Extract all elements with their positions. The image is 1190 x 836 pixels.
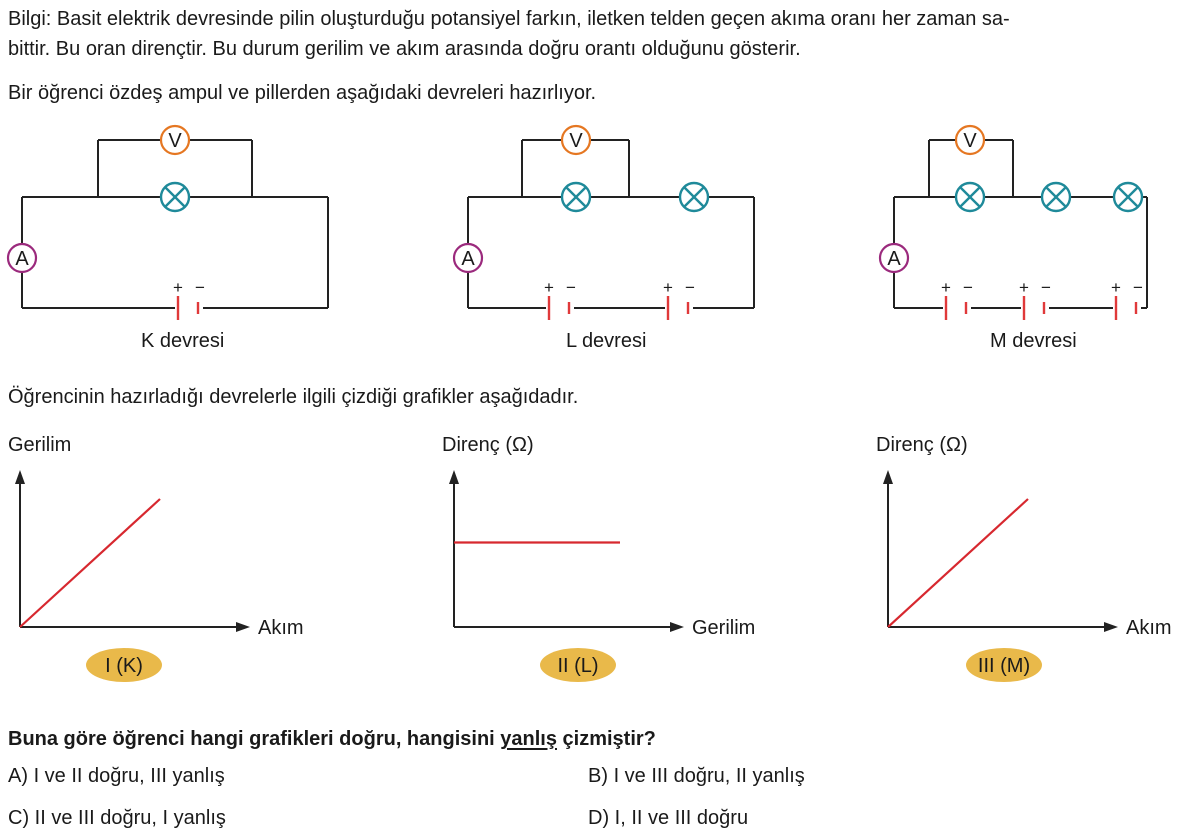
- option-c[interactable]: C) II ve III doğru, I yanlış: [8, 805, 226, 831]
- option-d-letter: D): [588, 807, 610, 829]
- circuit-2-voltmeter-circle: [954, 124, 986, 156]
- graph-1-ylabel: Gerilim: [8, 434, 72, 456]
- circuit-1-ammeter-letter: A: [461, 248, 475, 270]
- circuit-2-cell-1-plus-sign: +: [1019, 278, 1029, 297]
- circuit-2-cell-2-plus-sign: +: [1111, 278, 1121, 297]
- graph-2-ylabel: Direnç (Ω): [442, 434, 534, 456]
- graph-0-tag-ellipse: [86, 648, 162, 682]
- graph-2-x-arrow: [1104, 622, 1118, 632]
- question-underlined: yanlış: [500, 728, 557, 750]
- info-line-1: Bilgi: Basit elektrik devresinde pilin o…: [8, 8, 1010, 30]
- circuit-0-ammeter-letter: A: [15, 248, 29, 270]
- circuit-0-ammeter-circle: [6, 242, 38, 274]
- circuit-2-lamp-2-cross-b: [1117, 186, 1139, 208]
- circuit-2-ammeter-circle: [878, 242, 910, 274]
- option-d-text: I, II ve III doğru: [614, 807, 749, 829]
- circuit-2-cell-0-plus-sign: +: [941, 278, 951, 297]
- circuit-1-ammeter-circle: [452, 242, 484, 274]
- option-b-text: I ve III doğru, II yanlış: [613, 765, 805, 787]
- circuit-2-voltmeter-letter: V: [963, 130, 977, 152]
- circuit-1-voltmeter-circle: [560, 124, 592, 156]
- circuit-2-lamp-1-cross-b: [1045, 186, 1067, 208]
- circuit-m-label: M devresi: [990, 330, 1077, 352]
- circuit-1-cell-0-minus-sign: −: [566, 278, 576, 297]
- info-line-2: bittir. Bu oran dirençtir. Bu durum geri…: [8, 38, 801, 60]
- graph-2-xlabel: Gerilim: [692, 617, 756, 639]
- circuit-2-cell-0-minus-sign: −: [963, 278, 973, 297]
- question-after: çizmiştir?: [556, 728, 656, 750]
- option-a-text: I ve II doğru, III yanlış: [33, 765, 225, 787]
- circuit-0-voltmeter-circle: [159, 124, 191, 156]
- graph-2-tag-ellipse: [966, 648, 1042, 682]
- info-paragraph: Bilgi: Basit elektrik devresinde pilin o…: [8, 4, 1184, 64]
- graph-3-xlabel: Akım: [1126, 617, 1172, 639]
- circuit-2-cell-1-minus-sign: −: [1041, 278, 1051, 297]
- circuit-l-label: L devresi: [566, 330, 647, 352]
- option-a[interactable]: A) I ve II doğru, III yanlış: [8, 763, 225, 789]
- graph-1-tag-ellipse: [540, 648, 616, 682]
- circuit-1-voltmeter-letter: V: [569, 130, 583, 152]
- circuit-0-lamp-0-cross-b: [164, 186, 186, 208]
- circuit-k-label: K devresi: [141, 330, 225, 352]
- circuit-1-cell-0-plus-sign: +: [544, 278, 554, 297]
- circuit-1-lamp-0-cross-b: [565, 186, 587, 208]
- circuit-1-lamp-1-cross-b: [683, 186, 705, 208]
- option-b[interactable]: B) I ve III doğru, II yanlış: [588, 763, 805, 789]
- option-c-text: II ve III doğru, I yanlış: [34, 807, 226, 829]
- graph-1-xlabel: Akım: [258, 617, 304, 639]
- circuit-1-cell-1-plus-sign: +: [663, 278, 673, 297]
- option-c-letter: C): [8, 807, 30, 829]
- circuit-2-ammeter-letter: A: [887, 248, 901, 270]
- graph-3-ylabel: Direnç (Ω): [876, 434, 968, 456]
- graph-1-tag-label: II (L): [557, 655, 598, 677]
- circuit-1-cell-1-minus-sign: −: [685, 278, 695, 297]
- graph-1-y-arrow: [449, 470, 459, 484]
- graph-1-x-arrow: [670, 622, 684, 632]
- question-before: Buna göre öğrenci hangi grafikleri doğru…: [8, 728, 501, 750]
- option-a-letter: A): [8, 765, 28, 787]
- circuit-0-voltmeter-letter: V: [168, 130, 182, 152]
- graph-0-series-line: [19, 498, 161, 628]
- circuit-2-lamp-0-cross-b: [959, 186, 981, 208]
- graphs-intro: Öğrencinin hazırladığı devrelerle ilgili…: [8, 386, 579, 408]
- setup-text: Bir öğrenci özdeş ampul ve pillerden aşa…: [8, 82, 597, 104]
- graph-0-y-arrow: [15, 470, 25, 484]
- option-b-letter: B): [588, 765, 608, 787]
- graph-0-x-arrow: [236, 622, 250, 632]
- graph-2-series-line: [887, 498, 1029, 628]
- circuit-0-cell-0-minus-sign: −: [195, 278, 205, 297]
- graph-2-tag-label: III (M): [978, 655, 1030, 677]
- question: Buna göre öğrenci hangi grafikleri doğru…: [8, 726, 656, 752]
- graph-0-tag-label: I (K): [105, 655, 143, 677]
- option-d[interactable]: D) I, II ve III doğru: [588, 805, 748, 831]
- circuit-2-cell-2-minus-sign: −: [1133, 278, 1143, 297]
- graph-2-y-arrow: [883, 470, 893, 484]
- circuit-0-cell-0-plus-sign: +: [173, 278, 183, 297]
